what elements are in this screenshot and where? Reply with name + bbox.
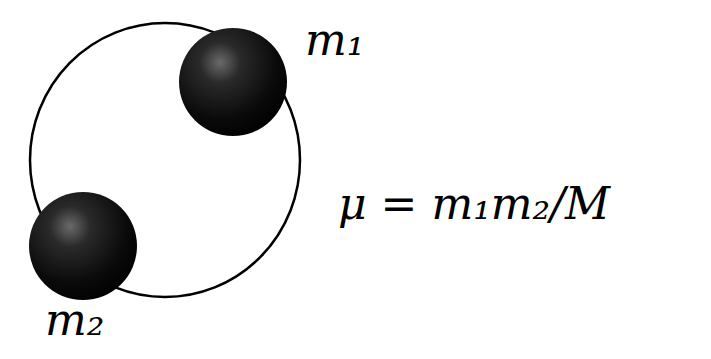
mass-sphere <box>29 192 137 300</box>
mass-sphere <box>179 28 287 136</box>
reduced-mass-formula: μ = m₁m₂/M <box>338 182 610 226</box>
mass-label: m₁ <box>305 18 364 62</box>
mass-label: m₂ <box>45 298 104 342</box>
